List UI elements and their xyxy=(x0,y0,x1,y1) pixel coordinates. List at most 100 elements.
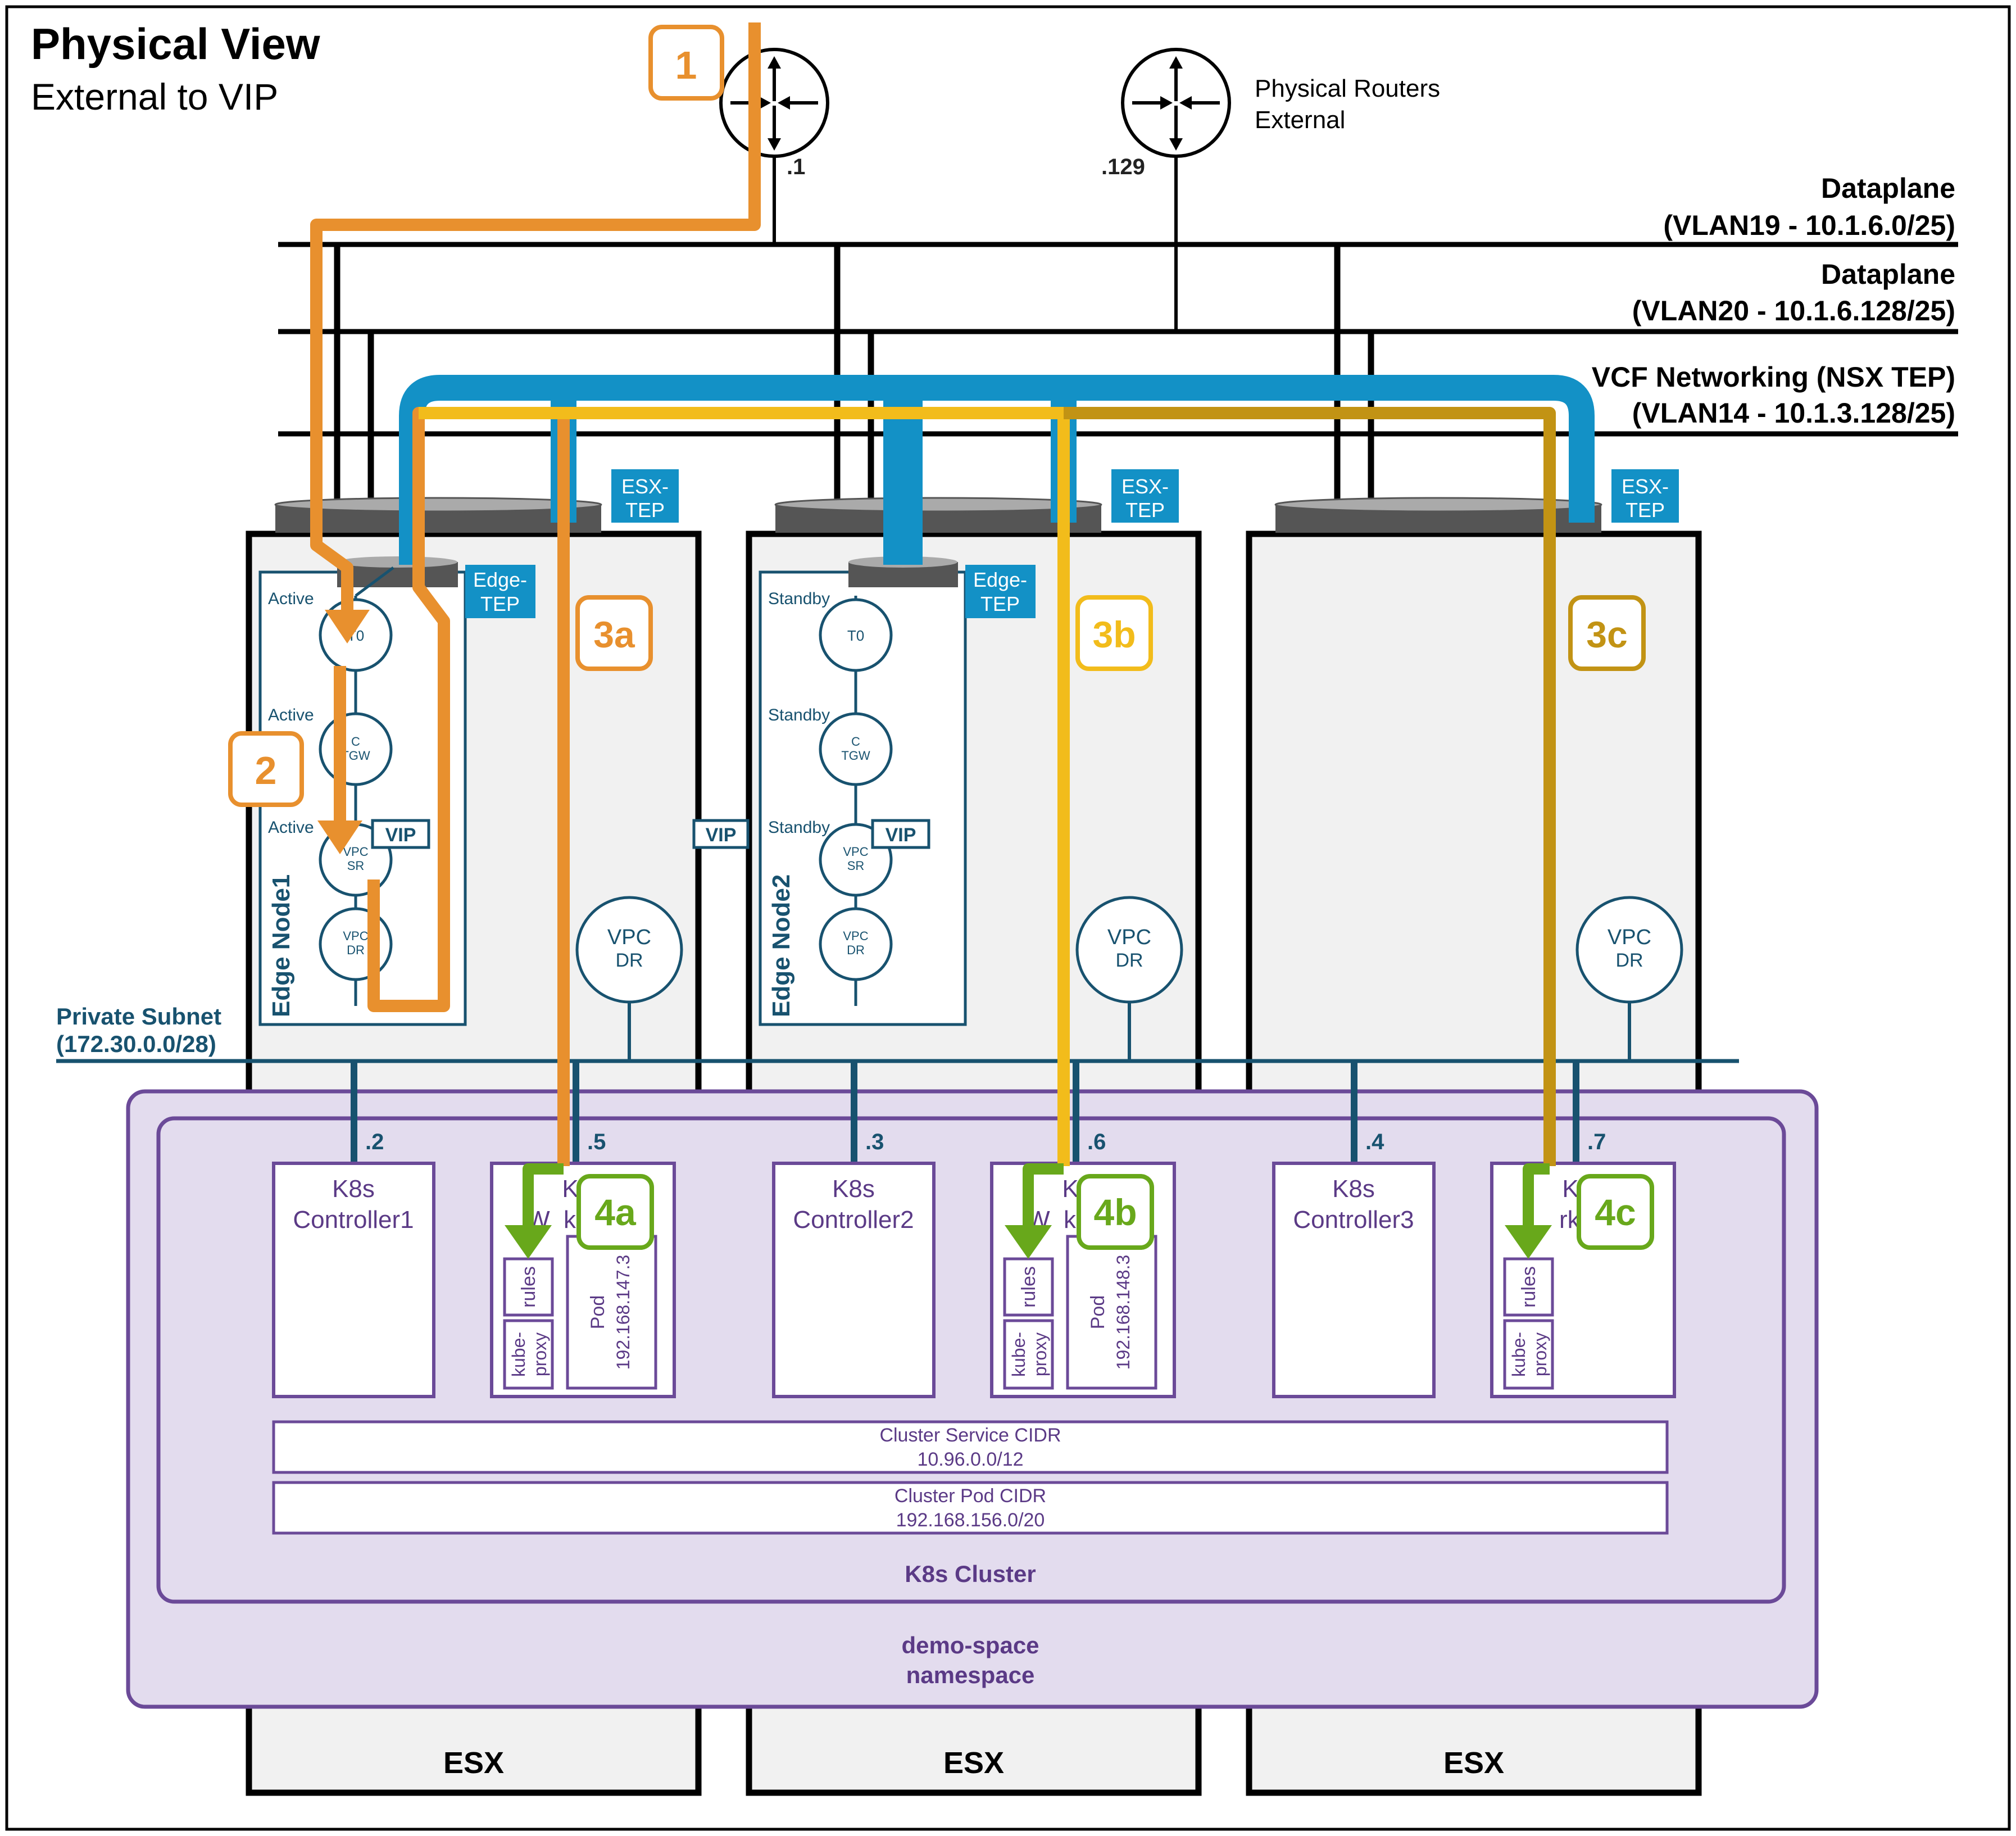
network-vlan14-name: VCF Networking (NSX TEP) xyxy=(1592,361,1955,393)
svg-text:K8s: K8s xyxy=(1332,1175,1375,1203)
edge2-tgw-router xyxy=(819,712,893,786)
svg-text:Edge-: Edge- xyxy=(473,568,527,591)
svg-text:rules: rules xyxy=(1018,1266,1039,1308)
network-vlan20-subnet: (VLAN20 - 10.1.6.128/25) xyxy=(1632,295,1955,327)
svg-text:4b: 4b xyxy=(1093,1191,1137,1233)
edge2-vpc-dr-router xyxy=(819,907,893,981)
edge1-tgw-state: Active xyxy=(268,706,314,724)
ip-worker2: .6 xyxy=(1087,1130,1106,1154)
svg-text:3b: 3b xyxy=(1092,614,1136,655)
svg-text:VPC: VPC xyxy=(1107,926,1151,949)
svg-text:DR: DR xyxy=(347,943,365,957)
k8s-cluster-label: K8s Cluster xyxy=(905,1561,1036,1587)
esx-tep-label-1: ESX- TEP xyxy=(611,469,679,523)
svg-text:Edge-: Edge- xyxy=(973,568,1027,591)
svg-text:TEP: TEP xyxy=(980,592,1020,615)
page-title: Physical View xyxy=(31,19,320,69)
svg-text:TGW: TGW xyxy=(841,749,870,763)
svg-text:K8s: K8s xyxy=(832,1175,875,1203)
edge2-sr-state: Standby xyxy=(768,818,830,837)
routers-label-line1: Physical Routers xyxy=(1255,75,1440,102)
svg-text:VPC: VPC xyxy=(1608,926,1651,949)
k8s-controller-3: K8s Controller3 xyxy=(1272,1162,1436,1398)
esx-label-2: ESX xyxy=(943,1746,1004,1780)
step-badge-1: 1 xyxy=(648,25,724,101)
private-subnet-cidr: (172.30.0.0/28) xyxy=(56,1031,216,1057)
edge2-vip-badge xyxy=(871,819,930,849)
svg-text:rules: rules xyxy=(1518,1266,1540,1308)
path-4b-green xyxy=(1023,1163,1064,1234)
svg-text:ESX-: ESX- xyxy=(621,475,669,498)
svg-text:K: K xyxy=(1062,1175,1078,1203)
svg-text:Cluster Pod CIDR: Cluster Pod CIDR xyxy=(895,1485,1046,1507)
namespace-name: demo-space xyxy=(901,1632,1039,1658)
svg-text:K8s: K8s xyxy=(332,1175,375,1203)
svg-text:VPC: VPC xyxy=(607,926,651,949)
routers-label-line2: External xyxy=(1255,106,1345,134)
page-subtitle: External to VIP xyxy=(31,76,278,117)
path-4a-green xyxy=(523,1163,564,1234)
esx-tep-label-2: ESX- TEP xyxy=(1111,469,1179,523)
svg-text:ESX-: ESX- xyxy=(1121,475,1169,498)
private-subnet-label: Private Subnet xyxy=(56,1003,221,1030)
namespace-label: namespace xyxy=(906,1662,1035,1688)
svg-text:10.96.0.0/12: 10.96.0.0/12 xyxy=(917,1449,1023,1470)
ip-controller1: .2 xyxy=(365,1130,384,1154)
host-vpc-dr-routers: VPC DR VPC DR VPC DR xyxy=(575,896,1683,1061)
path-4c-green xyxy=(1523,1163,1550,1234)
svg-text:proxy: proxy xyxy=(1530,1332,1550,1376)
svg-text:ESX-: ESX- xyxy=(1622,475,1669,498)
svg-text:proxy: proxy xyxy=(1030,1332,1050,1376)
subnet-drops xyxy=(351,1061,1579,1163)
step-badge-4a: 4a xyxy=(576,1174,654,1250)
edge2-tgw-state: Standby xyxy=(768,706,830,724)
svg-text:VPC: VPC xyxy=(343,929,368,943)
svg-text:SR: SR xyxy=(847,859,865,873)
svg-text:C: C xyxy=(351,735,360,749)
step-badge-2: 2 xyxy=(228,731,304,807)
svg-text:Controller3: Controller3 xyxy=(1293,1206,1414,1234)
edge2-t0-router xyxy=(819,598,893,672)
cluster-service-cidr: Cluster Service CIDR 10.96.0.0/12 xyxy=(272,1420,1669,1474)
worker2-kube-proxy-box xyxy=(1003,1319,1054,1390)
svg-text:4a: 4a xyxy=(594,1191,637,1233)
network-vlan19-name: Dataplane xyxy=(1821,173,1955,204)
edge-node-1-name: Edge Node1 xyxy=(267,874,295,1017)
svg-text:TEP: TEP xyxy=(480,592,520,615)
svg-text:VPC: VPC xyxy=(843,929,868,943)
svg-text:TEP: TEP xyxy=(1625,498,1665,522)
path-ingress-orange xyxy=(310,22,761,621)
router-left-ip: .1 xyxy=(787,155,805,179)
worker2-pod-box xyxy=(1066,1235,1157,1390)
svg-text:VPC: VPC xyxy=(843,845,868,859)
physical-router-left xyxy=(719,48,829,158)
step-badge-4c: 4c xyxy=(1577,1174,1654,1250)
cluster-pod-cidr: Cluster Pod CIDR 192.168.156.0/20 xyxy=(272,1481,1669,1535)
svg-text:VIP: VIP xyxy=(886,824,916,846)
svg-text:192.168.148.3: 192.168.148.3 xyxy=(1113,1255,1133,1370)
svg-text:C: C xyxy=(851,735,860,749)
svg-text:4c: 4c xyxy=(1595,1191,1636,1233)
step-badge-3c: 3c xyxy=(1568,595,1646,671)
worker2-rules-box xyxy=(1003,1257,1054,1317)
edge2-t0-state: Standby xyxy=(768,590,830,608)
k8s-controller-2: K8s Controller2 xyxy=(772,1162,936,1398)
path-3c-gold xyxy=(1064,407,1556,1166)
svg-text:DR: DR xyxy=(615,950,643,971)
router-right-ip: .129 xyxy=(1101,155,1145,179)
svg-text:DR: DR xyxy=(847,943,865,957)
edge-tep-label-1: Edge- TEP xyxy=(465,565,535,618)
edge-node-1-internals: Active Active Active T0 C TGW VPC SR VPC… xyxy=(268,566,430,1006)
host-disks xyxy=(274,497,1602,533)
svg-text:T0: T0 xyxy=(847,627,864,644)
svg-text:TEP: TEP xyxy=(1125,498,1165,522)
edge-node-2-internals: Standby Standby Standby T0 C TGW VPC SR … xyxy=(768,590,930,1006)
network-vlan19-subnet: (VLAN19 - 10.1.6.0/25) xyxy=(1663,210,1955,241)
svg-text:Controller1: Controller1 xyxy=(293,1206,414,1234)
edge-node-2-name: Edge Node2 xyxy=(768,874,795,1017)
worker1-kube-proxy-box xyxy=(503,1319,554,1390)
esx-label-3: ESX xyxy=(1443,1746,1504,1780)
ip-worker1: .5 xyxy=(587,1130,606,1154)
ip-worker3: .7 xyxy=(1587,1130,1606,1154)
